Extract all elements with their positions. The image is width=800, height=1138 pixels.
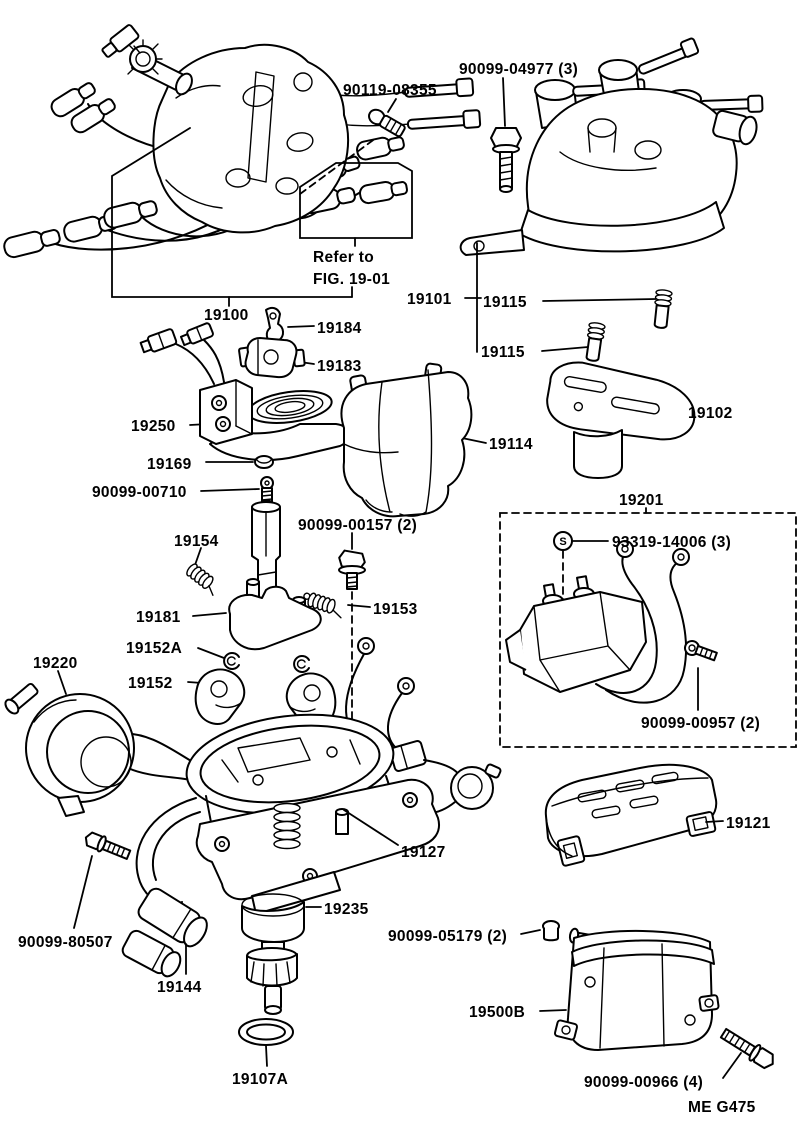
- label-90099-00710: 90099-00710: [92, 484, 187, 501]
- callout-bracket-19101: [464, 242, 673, 362]
- label-93319-14006: 93319-14006 (3): [612, 534, 731, 551]
- part-19121-drawing: [544, 763, 724, 867]
- part-19183-drawing: [238, 337, 315, 379]
- part-19184-drawing: [265, 306, 315, 345]
- leader-19115-upper: [542, 298, 657, 302]
- part-19102-drawing: [546, 361, 696, 479]
- leader-90099-05179: [520, 929, 541, 935]
- clip-19152A-drawing: [197, 647, 310, 673]
- label-19144: 19144: [157, 979, 202, 996]
- label-19183: 19183: [317, 358, 362, 375]
- part-19107A-drawing: [238, 1018, 294, 1067]
- leader-19154: [194, 547, 202, 566]
- dashed-guide-90119: [299, 137, 377, 195]
- bolt-90099-04977-drawing: [490, 77, 522, 193]
- label-19181: 19181: [136, 609, 181, 626]
- label-19184: 19184: [317, 320, 362, 337]
- label-19100: 19100: [204, 307, 249, 324]
- label-19107A: 19107A: [232, 1071, 288, 1088]
- label-19153: 19153: [373, 601, 418, 618]
- label-19127: 19127: [401, 844, 446, 861]
- label-90119-08355: 90119-08355: [343, 82, 437, 99]
- bolt-90099-80507-drawing: [73, 831, 132, 929]
- label-90099-00966: 90099-00966 (4): [584, 1074, 703, 1091]
- label-19121: 19121: [726, 815, 771, 832]
- label-19169: 19169: [147, 456, 192, 473]
- distributor-cap-19101-drawing: [459, 37, 764, 256]
- bolt-90119-08355-drawing: [368, 98, 406, 138]
- part-19181-drawing: [192, 501, 322, 651]
- label-90099-80507: 90099-80507: [18, 934, 113, 951]
- leader-90099-04977: [502, 77, 506, 127]
- label-19201: 19201: [619, 492, 664, 509]
- leader-19181: [192, 612, 227, 617]
- screw-90099-00157-drawing: [338, 532, 366, 731]
- leader-19184: [287, 325, 315, 328]
- spring-19154-drawing: [186, 547, 214, 596]
- leader-90099-00710: [200, 488, 260, 492]
- leader-19220: [57, 670, 67, 695]
- spring-19153-drawing: [303, 592, 371, 619]
- spring-19115-upper-drawing: [653, 289, 673, 329]
- bolt-90099-00966-drawing: [719, 1027, 774, 1079]
- leader-90119-08355: [387, 98, 397, 113]
- s-symbol-circle: [553, 531, 573, 551]
- leader-19107A: [265, 1045, 268, 1067]
- leader-19153: [347, 604, 371, 608]
- part-19114-drawing: [340, 362, 487, 518]
- label-19102: 19102: [688, 405, 733, 422]
- label-19250: 19250: [131, 418, 176, 435]
- label-19115-upper: 19115: [483, 294, 527, 311]
- screw-90099-00710-drawing: [200, 476, 274, 507]
- leader-19121: [705, 820, 724, 823]
- label-19220: 19220: [33, 655, 78, 672]
- callout-bracket-19100: [111, 127, 413, 307]
- part-19250-drawing: [139, 322, 351, 461]
- leader-90099-80507: [73, 855, 93, 929]
- housing-19127-drawing: [135, 637, 502, 1015]
- label-19154: 19154: [174, 533, 219, 550]
- distributor-assembly-19100-drawing: [3, 24, 482, 259]
- leader-19114: [461, 437, 487, 444]
- label-90099-04977: 90099-04977 (3): [459, 61, 578, 78]
- part-labels: 90119-08355 90099-04977 (3) Refer to FIG…: [18, 61, 771, 1116]
- label-90099-00957: 90099-00957 (2): [641, 715, 760, 732]
- leader-19152A: [197, 647, 225, 659]
- leader-90099-00966: [722, 1052, 742, 1079]
- label-refer-to: Refer to: [313, 249, 374, 266]
- label-fig-ref: FIG. 19-01: [313, 271, 390, 288]
- page-code: ME G475: [688, 1099, 756, 1116]
- part-19500B-drawing: [539, 929, 720, 1051]
- leader-19127: [343, 809, 399, 846]
- leader-19500B: [539, 1009, 567, 1012]
- part-19169-drawing: [205, 455, 274, 469]
- dashed-box-19201: [499, 512, 797, 748]
- label-19101: 19101: [407, 291, 452, 308]
- label-19114: 19114: [489, 436, 533, 453]
- label-90099-05179: 90099-05179 (2): [388, 928, 507, 945]
- label-90099-00157: 90099-00157 (2): [298, 517, 417, 534]
- connector-19144-drawing: [121, 887, 208, 978]
- label-19500B: 19500B: [469, 1004, 525, 1021]
- label-19152A: 19152A: [126, 640, 182, 657]
- reference-box: [299, 162, 413, 239]
- part-19220-drawing: [4, 670, 203, 817]
- label-s-symbol: S: [559, 536, 566, 548]
- leader-19115-lower: [541, 346, 589, 352]
- screw-90099-00957-drawing: [684, 640, 718, 662]
- label-19235: 19235: [324, 901, 369, 918]
- spring-19115-lower-drawing: [585, 322, 606, 362]
- coil-assy-19201-drawing: [499, 507, 797, 748]
- label-19152: 19152: [128, 675, 173, 692]
- label-19115-lower: 19115: [481, 344, 525, 361]
